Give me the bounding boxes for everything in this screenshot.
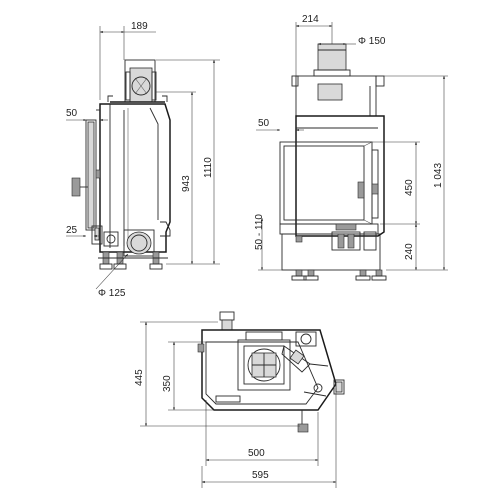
dim-side-25: 25 bbox=[66, 225, 78, 236]
front-view: 214 Φ 150 50 50 - 110 450 240 1 043 bbox=[254, 14, 448, 281]
air-inlet-duct-icon bbox=[123, 229, 155, 257]
flue-collar-top-icon bbox=[237, 339, 291, 391]
dim-front-214: 214 bbox=[302, 14, 319, 25]
dim-side-width: 189 bbox=[131, 21, 148, 32]
dim-side-duct: Φ 125 bbox=[98, 288, 126, 299]
dim-front-50: 50 bbox=[258, 118, 270, 129]
dim-front-240: 240 bbox=[404, 243, 415, 260]
dim-front-flue-diameter: Φ 150 bbox=[358, 36, 386, 47]
side-view: 189 50 25 943 1110 Φ 125 bbox=[66, 21, 220, 299]
dim-top-350: 350 bbox=[162, 375, 173, 392]
dim-top-500: 500 bbox=[248, 448, 265, 459]
flue-collar-icon bbox=[125, 71, 157, 101]
dim-front-450: 450 bbox=[404, 179, 415, 196]
dim-front-adjust: 50 - 110 bbox=[254, 214, 265, 250]
dim-side-943: 943 bbox=[181, 175, 192, 192]
dim-top-445: 445 bbox=[134, 369, 145, 386]
dim-side-1110: 1110 bbox=[203, 157, 214, 178]
dim-top-595: 595 bbox=[252, 470, 269, 481]
top-view: 445 350 500 595 bbox=[134, 311, 345, 488]
dim-front-total-height: 1 043 bbox=[433, 163, 444, 188]
dim-side-50: 50 bbox=[66, 108, 78, 119]
